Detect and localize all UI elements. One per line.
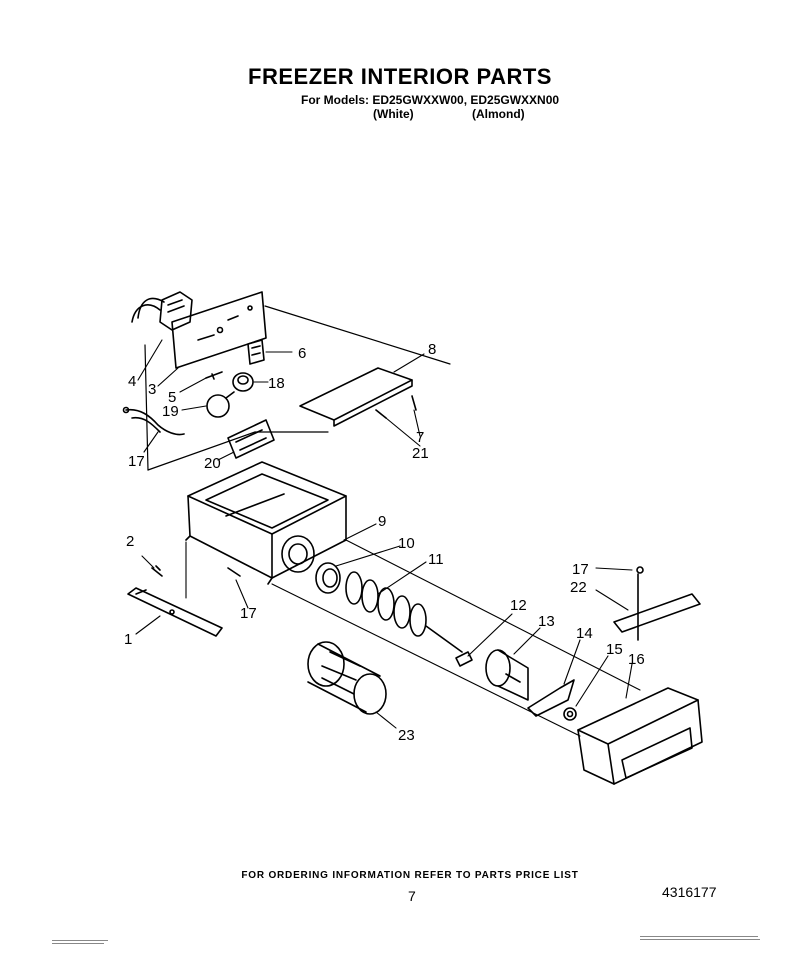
part-screw-2	[151, 565, 163, 577]
callout-5: 5	[168, 389, 176, 406]
part-clip	[247, 339, 265, 365]
document-number: 4316177	[662, 884, 717, 900]
callout-2: 2	[126, 533, 134, 550]
callout-8: 8	[428, 341, 436, 358]
callout-9: 9	[378, 513, 386, 530]
white-label: (White)	[373, 107, 414, 121]
part-light-shield	[227, 419, 275, 459]
part-socket	[232, 372, 254, 392]
part-ice-bucket	[307, 641, 387, 715]
almond-label: (Almond)	[472, 107, 525, 121]
part-bracket	[527, 679, 575, 717]
part-bearing	[315, 562, 341, 594]
page-title: FREEZER INTERIOR PARTS	[248, 64, 552, 89]
page-number: 7	[408, 888, 416, 904]
part-dispenser-front	[577, 687, 703, 785]
leader-lines	[135, 339, 633, 729]
part-auger-spring	[345, 571, 463, 653]
part-bar	[613, 566, 701, 641]
assembly-axis	[185, 539, 641, 737]
callout-16: 16	[628, 651, 645, 668]
part-screw-7	[375, 395, 417, 419]
ordering-note: FOR ORDERING INFORMATION REFER TO PARTS …	[241, 870, 579, 881]
part-harness	[122, 406, 185, 436]
callout-11: 11	[428, 551, 444, 568]
callout-1: 1	[124, 631, 132, 648]
models-line: For Models: ED25GWXXW00, ED25GWXXN00	[301, 93, 560, 107]
callout-12: 12	[510, 597, 527, 614]
part-mounting-plate	[171, 291, 267, 369]
callout-19: 18	[268, 375, 285, 392]
callout-20: 19	[162, 403, 179, 420]
part-washer	[455, 651, 473, 667]
part-nut	[563, 707, 577, 721]
callout-labels: 4 3 5 6 18 19 17 20 8 7 21 9 10 11 2 17 …	[124, 341, 645, 744]
callout-18: 17	[128, 453, 145, 470]
part-screw-5	[205, 371, 223, 380]
callout-21: 20	[204, 455, 221, 472]
part-crusher	[485, 649, 529, 701]
fine-print-left	[52, 938, 112, 944]
callout-14: 14	[576, 625, 593, 642]
callout-7: 7	[416, 429, 424, 446]
fine-print-right	[640, 934, 762, 940]
callout-10: 10	[398, 535, 415, 552]
callout-15: 15	[606, 641, 623, 658]
part-bulb	[206, 391, 235, 418]
callout-17-left: 17	[240, 605, 257, 622]
callout-4: 4	[128, 373, 136, 390]
part-shelf-bracket	[127, 587, 223, 637]
callout-17-right: 17	[572, 561, 589, 578]
part-motor	[131, 291, 193, 331]
part-screw-17	[227, 567, 241, 577]
callout-3: 3	[148, 381, 156, 398]
part-shelf-plate	[299, 367, 413, 427]
part-ice-bin-housing	[185, 461, 347, 585]
mounting-outline	[144, 305, 451, 471]
callout-6: 6	[298, 345, 306, 362]
callout-24: 23	[398, 727, 415, 744]
callout-13: 13	[538, 613, 555, 630]
callout-22: 21	[412, 445, 429, 462]
callout-23: 22	[570, 579, 587, 596]
